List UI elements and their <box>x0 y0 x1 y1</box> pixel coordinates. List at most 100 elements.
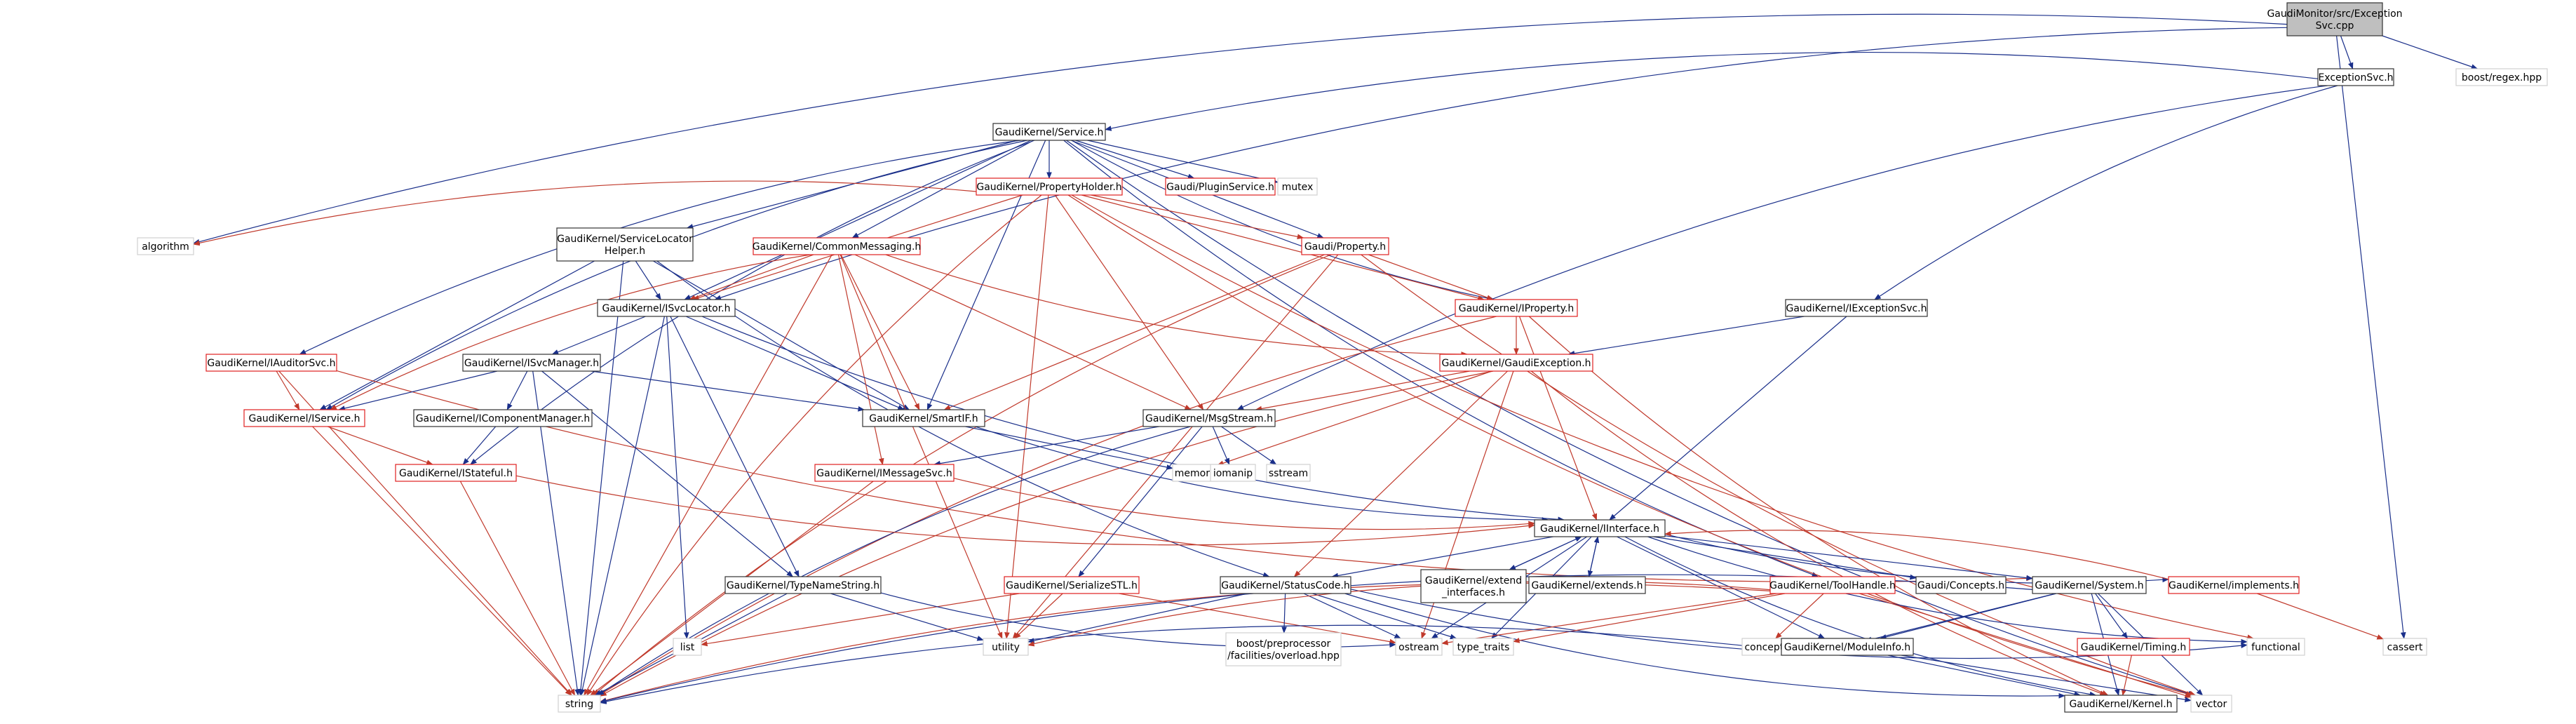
edge-isvclocator-to-iinterface <box>701 316 1565 523</box>
edge-iinterface-to-kernel <box>1624 536 2097 697</box>
edge-commonmsg-to-isvclocator <box>689 254 814 300</box>
edge-exsvc-to-service <box>1105 52 2319 131</box>
node-iinterface-box <box>1534 519 1666 537</box>
node-icompmgr[interactable]: GaudiKernel/IComponentManager.h <box>413 409 593 427</box>
node-sstream-box <box>1266 464 1311 482</box>
node-system[interactable]: GaudiKernel/System.h <box>2032 576 2147 594</box>
node-service-label: GaudiKernel/Service.h <box>995 127 1104 138</box>
node-serializestl-label: GaudiKernel/SerializeSTL.h <box>1006 580 1138 591</box>
node-iinterface[interactable]: GaudiKernel/IInterface.h <box>1534 519 1666 537</box>
edge-propholder-to-string <box>586 194 1042 696</box>
node-propholder-label: GaudiKernel/PropertyHolder.h <box>976 182 1121 193</box>
node-toolhandle[interactable]: GaudiKernel/ToolHandle.h <box>1769 576 1896 594</box>
node-list-label: list <box>680 642 695 653</box>
node-vector: vector <box>2190 695 2232 713</box>
node-string: string <box>558 695 601 713</box>
node-ostream-label: ostream <box>1398 642 1439 653</box>
edge-isvcmanager-to-iservice <box>338 370 497 411</box>
edge-exsvc-to-iexceptionsvc <box>1874 85 2338 300</box>
node-kernel-label: GaudiKernel/Kernel.h <box>2069 699 2172 710</box>
edge-iexceptionsvc-to-gaudiexception <box>1567 316 1805 356</box>
node-kernel-box <box>2064 695 2178 713</box>
edge-service-to-ipluginsvc <box>1075 140 1195 180</box>
edge-implements-to-iinterface <box>1664 530 2169 580</box>
edge-iauditorsvc-to-iservice <box>276 370 300 410</box>
node-root-box <box>2286 2 2383 36</box>
node-iexceptionsvc-box <box>1785 299 1928 317</box>
edge-gaudiexception-to-statuscode <box>1293 370 1508 577</box>
node-typenamestring-box <box>724 576 882 594</box>
node-algorithm-box <box>137 237 194 255</box>
edge-slhelper-to-string <box>578 260 624 696</box>
node-boostpp-box <box>1225 632 1342 666</box>
edge-toolhandle-to-conceptsstd <box>1775 593 1824 639</box>
node-smartif[interactable]: GaudiKernel/SmartIF.h <box>862 409 985 427</box>
node-istateful[interactable]: GaudiKernel/IStateful.h <box>395 464 517 482</box>
node-isvcmanager[interactable]: GaudiKernel/ISvcManager.h <box>462 354 601 372</box>
node-extendinterfaces[interactable]: GaudiKernel/extend_interfaces.h <box>1420 569 1527 603</box>
node-boostpp: boost/preprocessor/facilities/overload.h… <box>1225 632 1342 666</box>
node-typenamestring[interactable]: GaudiKernel/TypeNameString.h <box>724 576 882 594</box>
edge-serializestl-to-ostream <box>1119 593 1396 645</box>
node-ipluginsvc[interactable]: Gaudi/PluginService.h <box>1165 177 1276 196</box>
node-mutex: mutex <box>1277 177 1318 196</box>
node-commonmsg[interactable]: GaudiKernel/CommonMessaging.h <box>753 237 922 255</box>
node-isvcmanager-label: GaudiKernel/ISvcManager.h <box>464 358 599 369</box>
node-kernel[interactable]: GaudiKernel/Kernel.h <box>2064 695 2178 713</box>
node-propholder[interactable]: GaudiKernel/PropertyHolder.h <box>976 177 1123 196</box>
node-gaudiprop-box <box>1301 237 1389 255</box>
node-implements[interactable]: GaudiKernel/implements.h <box>2168 576 2300 594</box>
node-statuscode-box <box>1220 576 1351 594</box>
node-moduleinfo[interactable]: GaudiKernel/ModuleInfo.h <box>1781 638 1914 656</box>
node-imessagesvc[interactable]: GaudiKernel/IMessageSvc.h <box>814 464 955 482</box>
node-string-label: string <box>565 699 593 710</box>
node-exsvc-box <box>2317 68 2394 86</box>
node-concepts-label: Gaudi/Concepts.h <box>1917 580 2004 591</box>
edge-iproperty-to-string <box>598 316 1497 696</box>
node-iproperty-box <box>1455 299 1578 317</box>
edge-propholder-to-iproperty <box>1081 194 1485 301</box>
node-exsvc[interactable]: ExceptionSvc.h <box>2317 68 2394 86</box>
node-serializestl[interactable]: GaudiKernel/SerializeSTL.h <box>1004 576 1140 594</box>
node-isvclocator[interactable]: GaudiKernel/ISvcLocator.h <box>597 299 736 317</box>
node-concepts[interactable]: Gaudi/Concepts.h <box>1915 576 2007 594</box>
node-ostream: ostream <box>1395 638 1443 656</box>
node-service[interactable]: GaudiKernel/Service.h <box>992 123 1106 141</box>
edge-iservice-to-istateful <box>327 426 433 465</box>
node-extends[interactable]: GaudiKernel/extends.h <box>1528 576 1646 594</box>
edge-smartif-to-iinterface <box>975 426 1549 523</box>
node-iauditorsvc-label: GaudiKernel/IAuditorSvc.h <box>207 358 335 369</box>
edge-iinterface-to-typeinfo <box>1617 536 1826 639</box>
node-ipluginsvc-box <box>1165 177 1276 196</box>
node-iservice[interactable]: GaudiKernel/IService.h <box>243 409 365 427</box>
node-gaudiexception-box <box>1439 354 1593 372</box>
node-timing[interactable]: GaudiKernel/Timing.h <box>2077 638 2190 656</box>
node-boostregex: boost/regex.hpp <box>2455 68 2548 86</box>
edge-toolhandle-to-string <box>600 582 1771 703</box>
node-smartif-box <box>862 409 985 427</box>
node-cassert-label: cassert <box>2387 642 2423 653</box>
edge-slhelper-to-statuscode <box>656 260 1270 577</box>
node-iomanip-box <box>1210 464 1256 482</box>
edge-root-to-exsvc <box>2340 35 2354 69</box>
node-gaudiprop[interactable]: Gaudi/Property.h <box>1301 237 1389 255</box>
edge-propholder-to-gaudiprop <box>1091 194 1304 240</box>
node-msgstream[interactable]: GaudiKernel/MsgStream.h <box>1142 409 1276 427</box>
edge-propholder-to-msgstream <box>1054 194 1204 410</box>
edge-statuscode-to-kernel <box>1344 593 2065 699</box>
node-system-box <box>2032 576 2147 594</box>
node-iauditorsvc[interactable]: GaudiKernel/IAuditorSvc.h <box>205 354 337 372</box>
edge-toolhandle-to-ostream <box>1441 593 1776 645</box>
node-gaudiexception[interactable]: GaudiKernel/GaudiException.h <box>1439 354 1593 372</box>
node-iproperty[interactable]: GaudiKernel/IProperty.h <box>1455 299 1578 317</box>
node-iexceptionsvc[interactable]: GaudiKernel/IExceptionSvc.h <box>1785 299 1928 317</box>
node-statuscode[interactable]: GaudiKernel/StatusCode.h <box>1220 576 1351 594</box>
node-vector-label: vector <box>2196 699 2227 710</box>
edge-propholder-to-functional <box>1071 194 2254 641</box>
node-algorithm: algorithm <box>137 237 194 255</box>
edge-commonmsg-to-smartif <box>840 254 920 410</box>
edge-iservice-to-string <box>312 426 572 696</box>
